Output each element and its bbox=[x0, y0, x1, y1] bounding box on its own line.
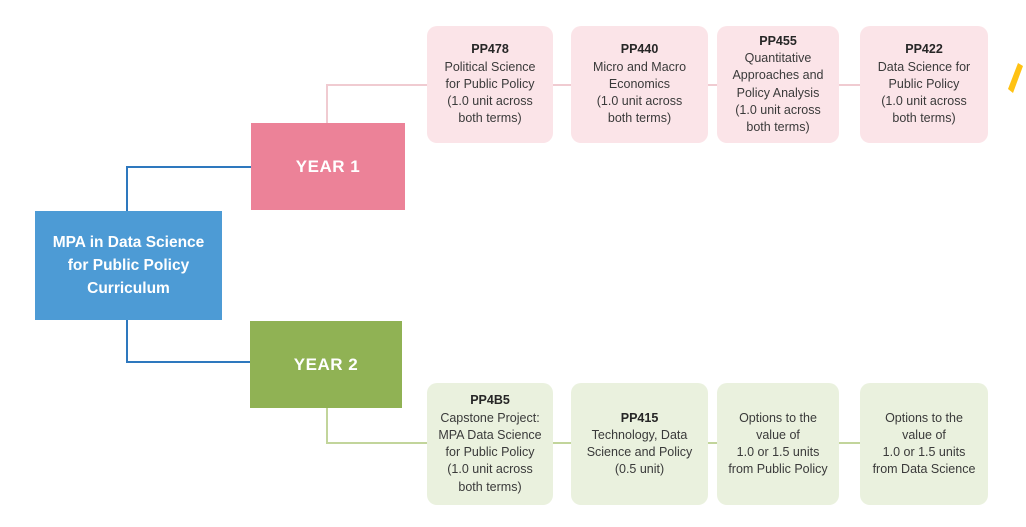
year1-label: YEAR 1 bbox=[295, 156, 361, 176]
year2-label: YEAR 2 bbox=[293, 354, 359, 374]
course-units: (1.0 unit across both terms) bbox=[447, 462, 533, 494]
course-title: Data Science for Public Policy bbox=[877, 59, 971, 91]
course-box-pp455: PP455 Quantitative Approaches and Policy… bbox=[717, 26, 839, 143]
option-box-public-policy: Options to the value of 1.0 or 1.5 units… bbox=[717, 383, 839, 505]
connector-year2-riser bbox=[326, 407, 328, 443]
connector-root-to-year2 bbox=[126, 361, 251, 363]
course-code: PP4B5 bbox=[470, 393, 510, 408]
course-units: (1.0 unit across both terms) bbox=[881, 94, 967, 126]
course-title: Options to the value of 1.0 or 1.5 units… bbox=[872, 410, 976, 477]
course-code: PP478 bbox=[471, 42, 509, 57]
course-units: (1.0 unit across both terms) bbox=[735, 102, 821, 134]
connector-root-to-year1 bbox=[126, 166, 252, 168]
year1-node: YEAR 1 bbox=[251, 123, 405, 210]
course-code: PP422 bbox=[905, 42, 943, 57]
course-box-pp478: PP478 Political Science for Public Polic… bbox=[427, 26, 553, 143]
course-box-pp422: PP422 Data Science for Public Policy (1.… bbox=[860, 26, 988, 143]
course-title: Quantitative Approaches and Policy Analy… bbox=[732, 51, 824, 100]
course-box-pp440: PP440 Micro and Macro Economics (1.0 uni… bbox=[571, 26, 708, 143]
course-title: Political Science for Public Policy bbox=[444, 59, 536, 91]
root-node-curriculum: MPA in Data Science for Public Policy Cu… bbox=[35, 211, 222, 320]
course-units: (1.0 unit across both terms) bbox=[447, 94, 533, 126]
course-code: PP415 bbox=[620, 410, 659, 425]
course-title: Options to the value of 1.0 or 1.5 units… bbox=[728, 410, 828, 477]
yellow-pen-stroke-icon bbox=[1008, 63, 1023, 93]
course-box-pp415: PP415 Technology, Data Science and Polic… bbox=[571, 383, 708, 505]
course-code: PP440 bbox=[620, 42, 659, 57]
course-units: (0.5 unit) bbox=[614, 462, 665, 477]
course-title: Capstone Project: MPA Data Science for P… bbox=[438, 410, 542, 460]
connector-year1-riser bbox=[326, 84, 328, 124]
year2-node: YEAR 2 bbox=[250, 321, 402, 408]
course-code: PP455 bbox=[759, 33, 797, 48]
root-node-label: MPA in Data Science for Public Policy Cu… bbox=[52, 233, 205, 298]
course-box-pp4b5: PP4B5 Capstone Project: MPA Data Science… bbox=[427, 383, 553, 505]
course-title: Micro and Macro Economics bbox=[592, 59, 687, 91]
course-units: (1.0 unit across both terms) bbox=[596, 94, 683, 126]
course-title: Technology, Data Science and Policy bbox=[586, 427, 693, 459]
option-box-data-science: Options to the value of 1.0 or 1.5 units… bbox=[860, 383, 988, 505]
